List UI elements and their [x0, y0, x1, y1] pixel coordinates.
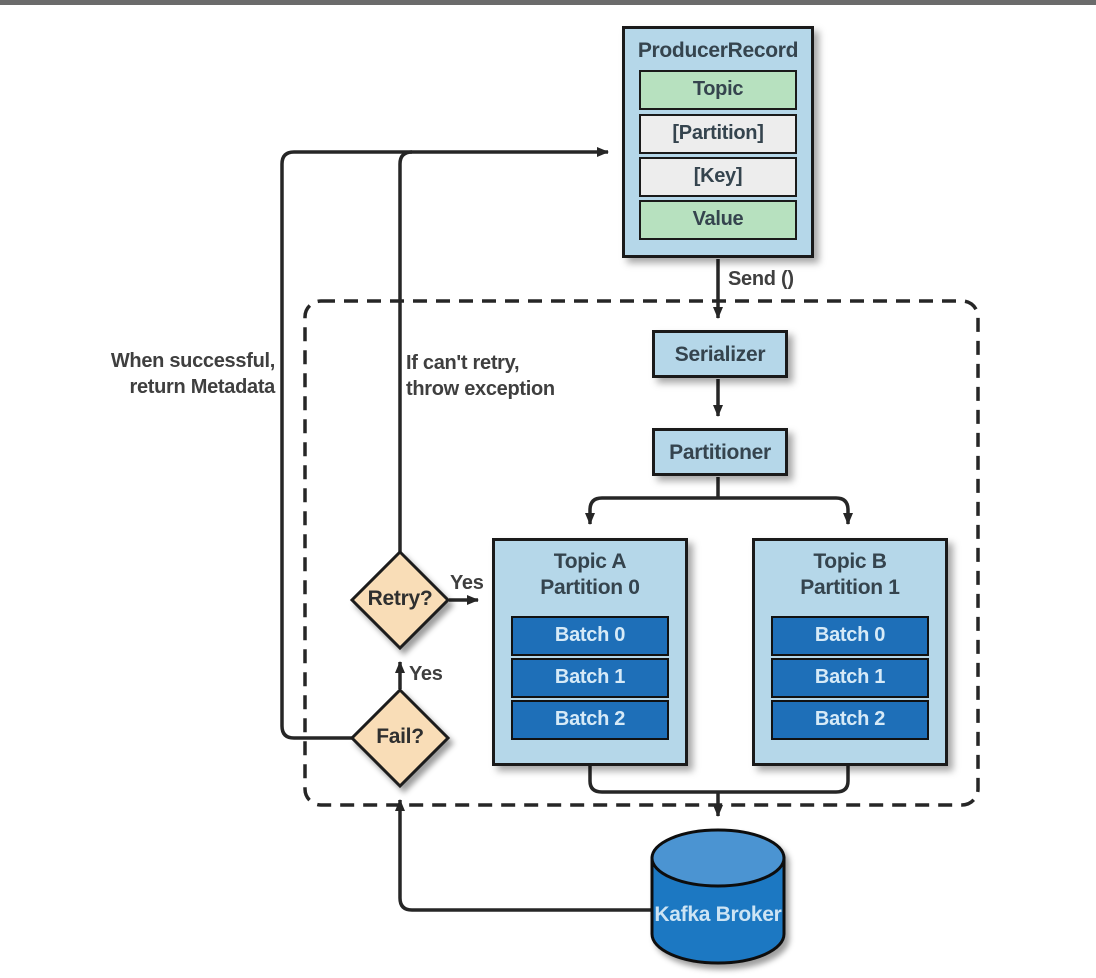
branch-to-topic-a-connector — [585, 496, 718, 525]
kafka-broker-label: Kafka Broker — [654, 903, 782, 926]
topic-a-title-line2: Partition 0 — [540, 576, 640, 599]
topics-join-connector — [588, 766, 850, 794]
topic-a-batch-0: Batch 0 — [511, 616, 669, 656]
topic-b-batch-2: Batch 2 — [771, 700, 929, 740]
topic-a-batch-1: Batch 1 — [511, 658, 669, 698]
retry-diamond-label: Retry? — [367, 587, 433, 610]
fail-diamond — [349, 687, 451, 789]
producer-record-title: ProducerRecord — [637, 39, 799, 62]
topic-b-partition-1-box: Topic B Partition 1 Batch 0 Batch 1 Batc… — [752, 538, 948, 766]
topic-a-partition-0-box: Topic A Partition 0 Batch 0 Batch 1 Batc… — [492, 538, 688, 766]
field-key: [Key] — [639, 157, 797, 197]
yes-label-retry: Yes — [450, 572, 484, 594]
topic-a-title: Topic A Partition 0 — [495, 541, 685, 601]
field-topic: Topic — [639, 70, 797, 110]
success-return-connector — [280, 147, 609, 740]
topic-a-batch-2: Batch 2 — [511, 700, 669, 740]
serializer-box: Serializer — [652, 330, 788, 378]
partitioner-box: Partitioner — [652, 428, 788, 476]
topic-b-title: Topic B Partition 1 — [755, 541, 945, 601]
broker-cylinder-top — [650, 828, 786, 888]
success-note-line1: When successful, — [110, 350, 275, 372]
cant-retry-connector — [398, 150, 413, 553]
field-value: Value — [639, 200, 797, 240]
yes-label-fail: Yes — [409, 663, 443, 685]
topic-a-title-line1: Topic A — [553, 550, 627, 573]
cant-retry-note-line1: If can't retry, — [406, 352, 520, 374]
fail-diamond-label: Fail? — [376, 725, 424, 748]
topic-b-batch-1: Batch 1 — [771, 658, 929, 698]
broker-cylinder-body — [650, 856, 786, 965]
success-note-line2: return Metadata — [129, 376, 275, 398]
success-note: When successful, return Metadata — [110, 348, 275, 400]
retry-diamond — [349, 549, 451, 651]
producer-boundary-dashed-box — [303, 299, 980, 807]
field-partition: [Partition] — [639, 114, 797, 154]
kafka-broker-cylinder — [650, 828, 786, 965]
topic-b-title-line1: Topic B — [813, 550, 887, 573]
cant-retry-note: If can't retry, throw exception — [406, 350, 576, 402]
producer-record-box: ProducerRecord Topic [Partition] [Key] V… — [622, 26, 814, 258]
broker-to-fail-connector — [395, 799, 654, 912]
window-top-border — [0, 0, 1096, 5]
topic-b-batch-0: Batch 0 — [771, 616, 929, 656]
topic-b-title-line2: Partition 1 — [800, 576, 900, 599]
cant-retry-note-line2: throw exception — [406, 378, 555, 400]
branch-to-topic-b-connector — [718, 496, 853, 525]
send-label: Send () — [728, 268, 794, 290]
